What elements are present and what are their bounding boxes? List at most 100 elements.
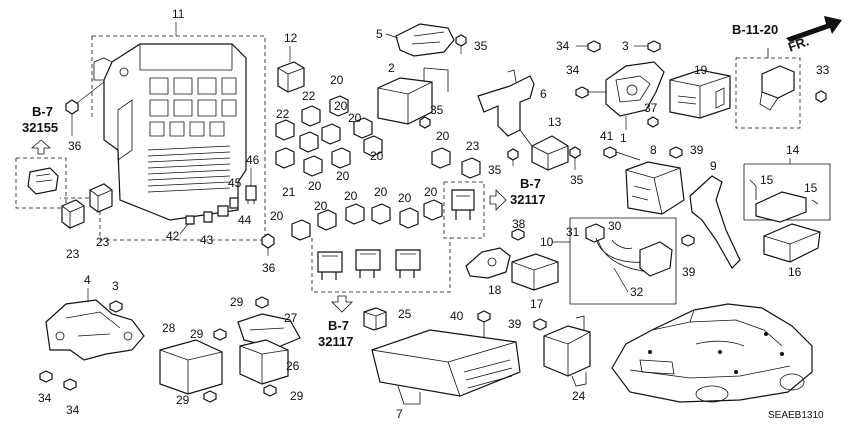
relay-22-a [275, 119, 295, 141]
car-illustration [611, 303, 813, 403]
callout-42: 42 [166, 229, 180, 243]
callout-39-c: 39 [508, 317, 522, 331]
clip-33 [815, 90, 827, 103]
part-13-sensor [519, 129, 569, 171]
relay-20-f [331, 147, 351, 169]
callout-15-a: 15 [760, 173, 774, 187]
part-27-bracket [237, 313, 301, 349]
callout-5: 5 [376, 27, 383, 41]
bolt-29-a [255, 296, 269, 309]
part-9-bracket [689, 175, 741, 269]
callout-23-b: 23 [96, 235, 110, 249]
mini-fuse-42 [185, 215, 195, 225]
callout-9: 9 [710, 159, 717, 173]
relay-21 [275, 147, 295, 169]
callout-22-a: 22 [276, 107, 290, 121]
part-4-bracket [45, 299, 145, 361]
callout-20-d: 20 [370, 149, 384, 163]
ref-32117-bottom: 32117 [318, 334, 353, 349]
front-arrow-icon: FR. [786, 16, 842, 55]
relay-20-i [317, 209, 337, 231]
callout-27: 27 [284, 311, 298, 325]
part-2-module [377, 67, 449, 125]
callout-35-mid: 35 [430, 103, 444, 117]
callout-34-top-b: 34 [566, 63, 580, 77]
callout-1: 1 [620, 131, 627, 145]
nut-3-bottom [109, 300, 123, 313]
callout-11: 11 [172, 7, 185, 21]
callout-29-a: 29 [230, 295, 244, 309]
callout-20-a: 20 [330, 73, 344, 87]
bolt-41 [603, 146, 641, 161]
callout-14: 14 [786, 143, 800, 157]
callout-35-top: 35 [474, 39, 488, 53]
callout-29-c: 29 [176, 393, 190, 407]
bolt-39-c [533, 318, 547, 331]
part-26-module [239, 339, 289, 385]
bolt-35-right-b [569, 146, 581, 170]
bolt-34-bottom-a [39, 370, 53, 383]
callout-43: 43 [200, 233, 214, 247]
bolt-29-d [263, 384, 277, 397]
relay-23-b [89, 183, 113, 213]
ref-b7-label: B-7 [32, 104, 53, 119]
callout-26: 26 [286, 359, 300, 373]
callout-37: 37 [644, 101, 658, 115]
ref-32117-mid: 32117 [510, 192, 545, 207]
callout-2: 2 [388, 61, 395, 75]
callout-8: 8 [650, 143, 657, 157]
callout-28: 28 [162, 321, 176, 335]
callout-20-l: 20 [398, 191, 412, 205]
callout-38: 38 [512, 217, 526, 231]
diagram-code: SEAEB1310 [768, 410, 824, 421]
bolt-36-upper [65, 99, 79, 136]
relay-20-k [371, 203, 391, 225]
relay-20-l [399, 207, 419, 229]
relay-20-a [329, 95, 349, 117]
part-28-cover [159, 339, 223, 395]
callout-17: 17 [530, 297, 544, 311]
callout-22-b: 22 [302, 89, 316, 103]
callout-20-j: 20 [344, 189, 358, 203]
callout-32: 32 [630, 285, 644, 299]
callout-36-lower: 36 [262, 261, 276, 275]
part-b1120-connector [759, 65, 795, 111]
relay-22-b [301, 105, 321, 127]
part-5-bracket [395, 23, 455, 57]
mini-fuse-43 [203, 211, 213, 223]
callout-21: 21 [282, 185, 296, 199]
relay-20-n [431, 147, 451, 169]
part-7-ecu [371, 329, 521, 405]
bolt-35-mid [419, 116, 431, 129]
callout-20-g: 20 [436, 129, 450, 143]
part-16-remote-case [763, 223, 821, 263]
part-18-bracket [465, 247, 511, 279]
screw-37 [647, 116, 659, 128]
callout-23-c: 23 [466, 139, 480, 153]
bolt-38 [511, 228, 525, 241]
callout-44: 44 [238, 213, 252, 227]
callout-4: 4 [84, 273, 91, 287]
callout-34-bottom-b: 34 [66, 403, 80, 417]
callout-7: 7 [396, 407, 403, 421]
callout-3-top: 3 [622, 39, 629, 53]
callout-12: 12 [284, 31, 298, 45]
relay-socket-group [317, 249, 421, 280]
relay-socket-mid [451, 189, 475, 220]
bolt-34-bottom-b [63, 378, 77, 391]
part-14-remote [749, 179, 819, 223]
callout-36-upper: 36 [68, 139, 82, 153]
callout-13: 13 [548, 115, 562, 129]
relay-12 [277, 61, 305, 93]
bolt-35-top [455, 34, 467, 54]
callout-15-b: 15 [804, 181, 818, 195]
bolt-34-top-a [587, 40, 601, 53]
bolt-29-b [213, 328, 227, 341]
callout-29-b: 29 [190, 327, 204, 341]
callout-16: 16 [788, 265, 802, 279]
callout-41: 41 [600, 129, 614, 143]
relay-cluster [275, 95, 443, 241]
callout-33: 33 [816, 63, 830, 77]
bolt-39-a [669, 146, 683, 159]
